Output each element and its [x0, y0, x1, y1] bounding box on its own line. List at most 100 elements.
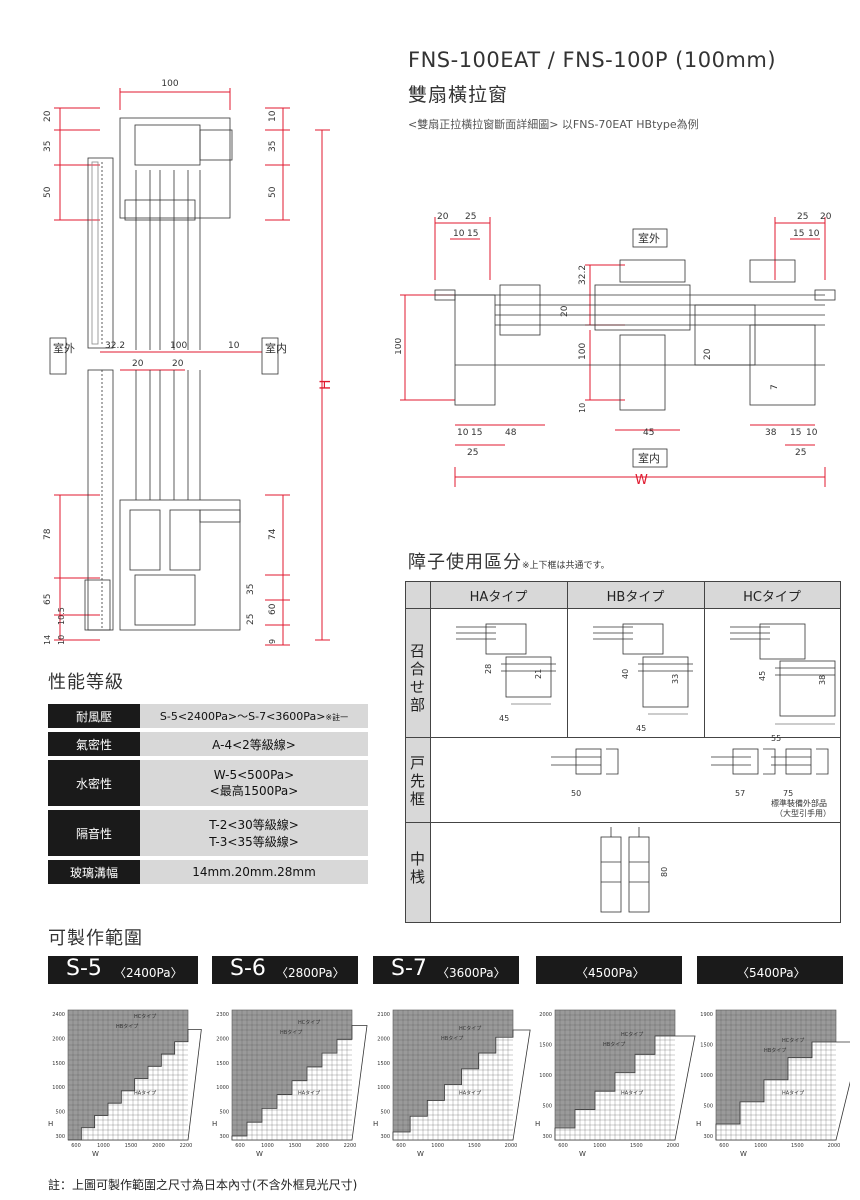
perf-row-wind: 耐風壓 S-5<2400Pa>～S-7<3600Pa>※註一 [48, 704, 368, 728]
range-label-hb: HBタイプ [603, 1041, 625, 1048]
perf-label: 氣密性 [48, 732, 140, 756]
perf-value: S-5<2400Pa>～S-7<3600Pa>※註一 [140, 704, 368, 728]
dim-mid-1: 32.2 [105, 341, 125, 351]
range-xtick: 2000 [505, 1143, 518, 1149]
plan-dim-side-1: 100 [395, 338, 404, 355]
range-xtick: 1000 [431, 1143, 444, 1149]
dim-top: 100 [161, 79, 178, 89]
perf-row-air: 氣密性 A-4<2等級線> [48, 732, 368, 756]
dim-br-4: 25 [246, 614, 256, 625]
range-ytick: 500 [219, 1110, 229, 1116]
range-xtick: 1000 [261, 1143, 274, 1149]
range-label-hc: HCタイプ [782, 1037, 804, 1044]
dim-bl-1: 78 [43, 528, 53, 540]
range-axis-h: H [373, 1120, 378, 1128]
range-axis-w: W [579, 1150, 586, 1158]
col-hb: HBタイプ [606, 590, 665, 605]
plan-dim-tr-1: 25 [797, 212, 808, 222]
range-heading: 可製作範圍 [48, 928, 143, 949]
perf-row-water: 水密性 W-5<500Pa><最高1500Pa> [48, 760, 368, 806]
footnote: 註：上圖可製作範圍之尺寸為日本內寸(不含外框見光尺寸) [48, 1178, 358, 1192]
hb-dim-1: 40 [621, 669, 630, 679]
range-ytick: 300 [380, 1134, 390, 1140]
range-xtick: 600 [558, 1143, 568, 1149]
range-ytick: 1500 [539, 1043, 552, 1049]
range-ytick: 1000 [700, 1073, 713, 1079]
label-outside-1: 室外 [53, 341, 75, 355]
range-grade-bar: S-7 〈3600Pa〉 [373, 956, 519, 984]
range-ytick: 300 [55, 1134, 65, 1140]
page-caption: <雙扇正拉橫拉窗斷面詳細圖> 以FNS-70EAT HBtype為例 [408, 118, 699, 131]
range-label-hc: HCタイプ [459, 1025, 481, 1032]
hc-dim-2: 38 [818, 675, 827, 685]
range-xtick: 600 [235, 1143, 245, 1149]
range-xtick: 1500 [125, 1143, 138, 1149]
perf-label: 水密性 [48, 760, 140, 806]
range-ytick: 2000 [377, 1036, 390, 1042]
plan-dim-bm-1: 45 [643, 428, 654, 438]
mullion-heading: 障子使用區分※上下框は共通です。 [408, 552, 610, 573]
range-label-hc: HCタイプ [621, 1031, 643, 1038]
plan-dim-tr-2: 20 [820, 212, 832, 222]
range-ytick: 1000 [52, 1085, 65, 1091]
plan-dim-side-5: 20 [703, 348, 713, 360]
range-ytick: 500 [542, 1104, 552, 1110]
range-axis-w: W [92, 1150, 99, 1158]
row-middle: 中桟 [410, 850, 426, 886]
range-xtick: 600 [719, 1143, 729, 1149]
range-xtick: 2200 [344, 1143, 357, 1149]
dim-left-2: 35 [43, 141, 53, 152]
range-ytick: 500 [703, 1104, 713, 1110]
range-label-hb: HBタイプ [441, 1035, 463, 1042]
page-subtitle: 雙扇橫拉窗 [408, 84, 509, 106]
range-xtick: 2000 [667, 1143, 680, 1149]
dim-right-1: 10 [268, 110, 278, 122]
range-xtick: 1500 [791, 1143, 804, 1149]
range-allowed-area [715, 1041, 850, 1141]
row-meeting: 召合せ部 [410, 642, 426, 714]
plan-dim-tr-4: 10 [808, 229, 820, 239]
plan-dim-br-1: 38 [765, 428, 777, 438]
plan-dim-bl-1: 10 [457, 428, 469, 438]
range-label-hb: HBタイプ [116, 1023, 138, 1030]
dim-br-5: 9 [268, 639, 277, 644]
door-note: 標準裝備外部品 [771, 798, 827, 808]
range-ytick: 1000 [539, 1073, 552, 1079]
range-axis-h: H [535, 1120, 540, 1128]
dim-br-1: 74 [268, 528, 278, 540]
perf-value: 14mm.20mm.28mm [140, 860, 368, 884]
dim-br-2: 35 [246, 584, 256, 595]
range-ytick: 2000 [216, 1036, 229, 1042]
perf-label: 玻璃溝幅 [48, 860, 140, 884]
row-door-stile: 戸先框 [410, 754, 426, 808]
range-label-ha: HAタイプ [459, 1090, 481, 1097]
col-ha: HAタイプ [469, 590, 528, 605]
plan-dim-side-4: 100 [578, 343, 588, 360]
range-label-ha: HAタイプ [782, 1090, 804, 1097]
dim-bl-2: 65 [43, 594, 53, 605]
range-label-ha: HAタイプ [298, 1090, 320, 1097]
plan-dim-bl-2: 15 [471, 428, 482, 438]
hb-dim-2: 33 [671, 674, 680, 684]
performance-table: 耐風壓 S-5<2400Pa>～S-7<3600Pa>※註一 氣密性 A-4<2… [48, 700, 368, 888]
range-axis-w: W [417, 1150, 424, 1158]
perf-value: A-4<2等級線> [140, 732, 368, 756]
mullion-table: HAタイプ HBタイプ HCタイプ 召合せ部 戸先框 中桟 [405, 581, 841, 923]
door-dim-3: 75 [783, 789, 793, 798]
range-ytick: 300 [542, 1134, 552, 1140]
range-axis-h: H [696, 1120, 701, 1128]
range-label-hb: HBタイプ [764, 1047, 786, 1054]
range-charts: 2400 2000 1500 1000 500 300 600 1000 1500 2000 220… [48, 1009, 850, 1158]
range-ytick: 1500 [216, 1061, 229, 1067]
range-ytick: 500 [55, 1110, 65, 1116]
dim-left-3: 50 [43, 186, 53, 198]
dim-br-3: 60 [268, 603, 278, 615]
ha-dim-1: 28 [484, 664, 493, 674]
plan-dim-bl-4: 25 [467, 448, 478, 458]
plan-dim-tr-3: 15 [793, 229, 804, 239]
vertical-section-drawing: 100 20 35 50 10 35 50 32.2 100 10 20 20 … [43, 79, 334, 646]
range-xtick: 2000 [152, 1143, 165, 1149]
range-grade-bar: S-6 〈2800Pa〉 [212, 956, 358, 984]
range-ytick: 2400 [52, 1012, 65, 1018]
door-note-2: （大型引手用） [775, 808, 831, 818]
